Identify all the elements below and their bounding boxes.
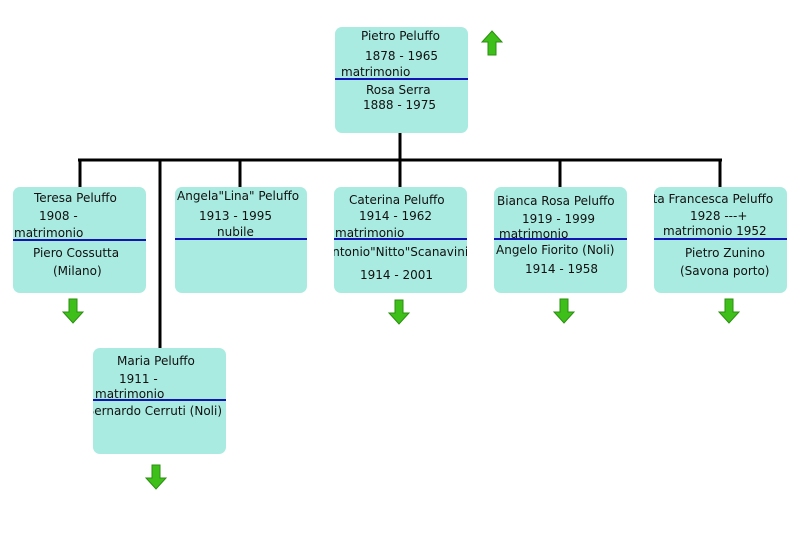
spouse-name: Bernardo Cerruti (Noli) [93, 404, 223, 418]
marriage-separator [494, 238, 627, 240]
person-name: Rita Francesca Peluffo [654, 192, 774, 206]
person-years: 1914 - 1962 [359, 209, 433, 223]
card-maria-peluffo: Maria Peluffo 1911 - matrimonio Bernardo… [93, 348, 226, 454]
marriage-label: matrimonio [335, 226, 405, 240]
person-years: 1911 - [119, 372, 158, 386]
person-years: 1913 - 1995 [199, 209, 273, 223]
marriage-separator [175, 238, 307, 240]
card-rita-francesca-peluffo: Rita Francesca Peluffo 1928 ---+ matrimo… [654, 187, 787, 293]
arrow-down-icon[interactable] [718, 298, 740, 324]
spouse-place: (Milano) [53, 264, 102, 278]
marriage-label: matrimonio [95, 387, 165, 401]
arrow-down-icon[interactable] [145, 464, 167, 490]
marriage-separator [335, 78, 468, 80]
marriage-label: matrimonio [499, 227, 569, 241]
marriage-separator [334, 238, 467, 240]
spouse-name: Antonio"Nitto"Scanavini [334, 245, 467, 259]
person-years: 1878 - 1965 [365, 49, 439, 63]
card-bianca-rosa-peluffo: Bianca Rosa Peluffo 1919 - 1999 matrimon… [494, 187, 627, 293]
arrow-down-icon[interactable] [388, 299, 410, 325]
person-name: Teresa Peluffo [34, 191, 117, 205]
spouse-name: Pietro Zunino [685, 246, 765, 260]
card-pietro-peluffo: Pietro Peluffo 1878 - 1965 matrimonio Ro… [335, 27, 468, 133]
person-years: 1908 - [39, 209, 78, 223]
spouse-name: Rosa Serra [366, 83, 431, 97]
spouse-name: Angelo Fiorito (Noli) [496, 243, 615, 257]
person-name: Pietro Peluffo [361, 29, 440, 43]
arrow-up-icon[interactable] [481, 30, 503, 56]
card-angela-lina-peluffo: Angela"Lina" Peluffo 1913 - 1995 nubile [175, 187, 307, 293]
spouse-years: 1914 - 1958 [525, 262, 599, 276]
card-caterina-peluffo: Caterina Peluffo 1914 - 1962 matrimonio … [334, 187, 467, 293]
person-name: Bianca Rosa Peluffo [497, 194, 615, 208]
arrow-down-icon[interactable] [62, 298, 84, 324]
marriage-label: matrimonio 1952 [663, 224, 767, 238]
spouse-place: (Savona porto) [680, 264, 770, 278]
marriage-separator [93, 399, 226, 401]
marriage-separator [13, 239, 146, 241]
card-teresa-peluffo: Teresa Peluffo 1908 - matrimonio Piero C… [13, 187, 146, 293]
arrow-down-icon[interactable] [553, 298, 575, 324]
marriage-separator [654, 238, 787, 240]
person-name: Angela"Lina" Peluffo [177, 189, 300, 203]
marriage-label: matrimonio [14, 226, 84, 240]
spouse-name: Piero Cossutta [33, 246, 120, 260]
person-years: 1919 - 1999 [522, 212, 596, 226]
spouse-years: 1914 - 2001 [360, 268, 434, 282]
person-name: Caterina Peluffo [349, 193, 445, 207]
person-years: 1928 ---+ [690, 209, 748, 223]
marriage-label: matrimonio [341, 65, 411, 79]
person-name: Maria Peluffo [117, 354, 195, 368]
spouse-years: 1888 - 1975 [363, 98, 437, 112]
status-label: nubile [217, 225, 254, 239]
